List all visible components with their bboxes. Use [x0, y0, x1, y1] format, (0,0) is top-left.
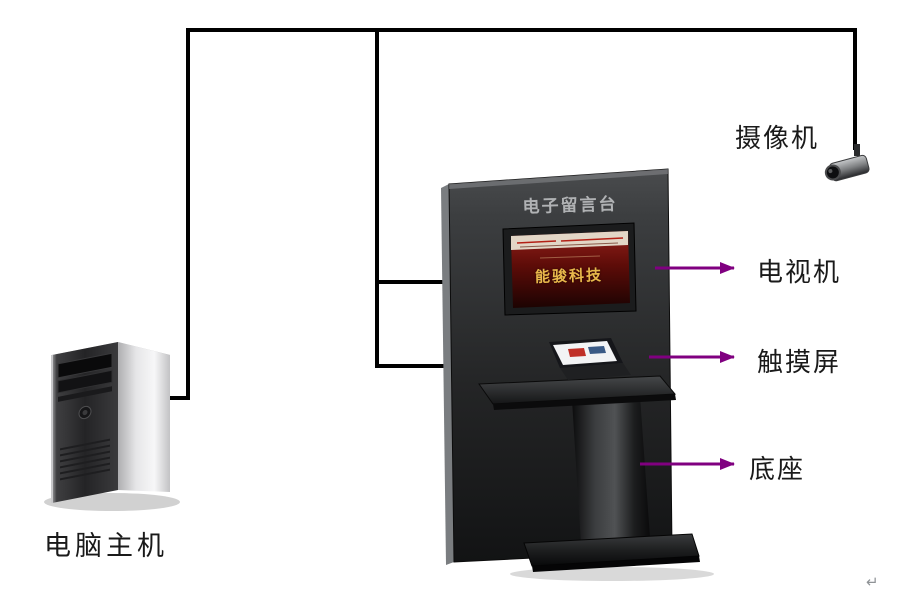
- kiosk-screen: [502, 222, 637, 316]
- computer-label: 电脑主机: [44, 531, 168, 561]
- base-label: 底座: [749, 455, 806, 484]
- kiosk-shelf: [478, 375, 677, 410]
- return-mark: ↵: [866, 573, 879, 591]
- kiosk: [441, 168, 714, 581]
- kiosk-screen-brand-text: 能骏科技: [534, 268, 604, 286]
- pedestal-column: [572, 396, 650, 544]
- camera-device: [824, 144, 870, 182]
- touch-device: [549, 338, 631, 380]
- tower-front-details: [57, 352, 113, 481]
- pedestal-base: [523, 533, 700, 572]
- callout-arrows: [640, 262, 735, 470]
- computer-tower: [44, 342, 180, 511]
- tv-label: 电视机: [757, 258, 842, 287]
- camera-label: 摄像机: [735, 124, 820, 153]
- touchscreen-label: 触摸屏: [757, 348, 842, 377]
- kiosk-title-text: 电子留言台: [522, 194, 618, 217]
